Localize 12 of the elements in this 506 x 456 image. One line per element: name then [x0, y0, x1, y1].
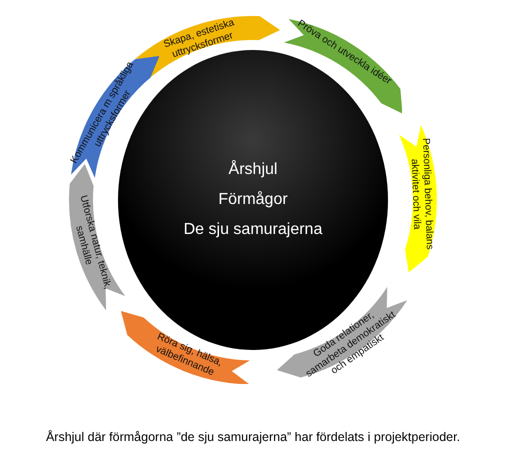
ring-segment	[399, 125, 437, 273]
hub-title: Förmågor	[218, 191, 288, 209]
hub-title: Årshjul	[228, 161, 278, 179]
caption: Årshjul där förmågorna ”de sju samurajerna” har fördelats i projektperioder.	[44, 430, 462, 444]
arrow-label: Personliga behov, balans aktivitet och vila	[408, 136, 435, 252]
ring-segment	[284, 19, 402, 114]
ring-segment	[70, 56, 160, 178]
ring-segment	[121, 310, 250, 384]
hub-title: De sju samurajerna	[184, 221, 322, 239]
arrow-label: Utforska natur, teknik, samhälle	[72, 193, 114, 292]
ring-segment	[276, 287, 408, 378]
ring-segment	[69, 164, 126, 311]
